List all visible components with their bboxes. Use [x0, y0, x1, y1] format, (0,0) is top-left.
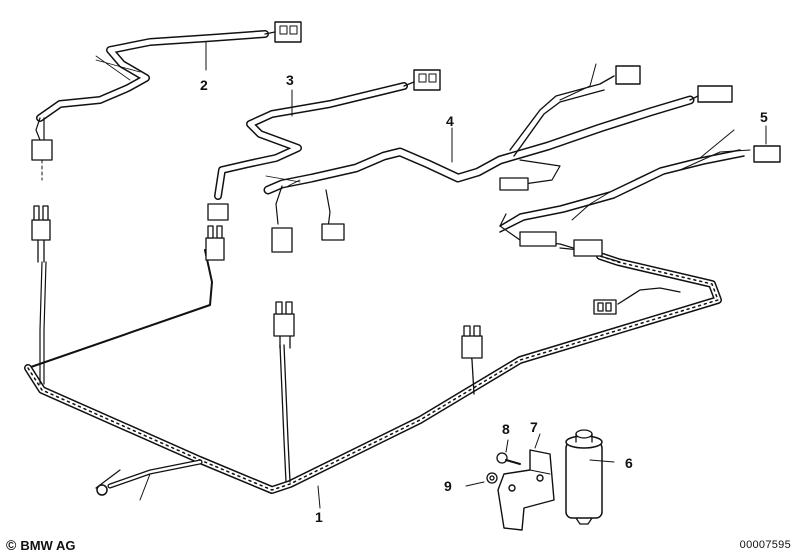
callout-9: 9 [444, 478, 452, 494]
harness-3 [207, 69, 441, 221]
callout-2: 2 [200, 77, 208, 93]
callout-3: 3 [286, 72, 294, 88]
harness-2 [31, 21, 302, 181]
connector-mid-left [205, 225, 225, 261]
callout-5: 5 [760, 109, 768, 125]
connector-left [31, 205, 51, 263]
copyright-symbol: © [6, 537, 17, 553]
screw [496, 439, 521, 465]
callout-4: 4 [446, 113, 454, 129]
callout-6: 6 [625, 455, 633, 471]
callout-7: 7 [530, 419, 538, 435]
connector-small-right [593, 299, 617, 315]
callout-8: 8 [502, 421, 510, 437]
callout-labels: 1 2 3 4 5 6 7 8 9 [200, 72, 768, 525]
main-harness [24, 213, 722, 501]
brand-name: BMW AG [20, 537, 76, 553]
drawing-number: 00007595 [739, 539, 791, 551]
connector-center [273, 301, 295, 349]
capacitor [565, 429, 615, 525]
callout-1: 1 [315, 509, 323, 525]
harness-4 [263, 63, 733, 253]
connector-right [461, 325, 483, 359]
harness-5 [499, 125, 781, 257]
copyright: © BMW AG [6, 537, 75, 553]
bracket [497, 433, 555, 531]
nut [465, 472, 498, 487]
